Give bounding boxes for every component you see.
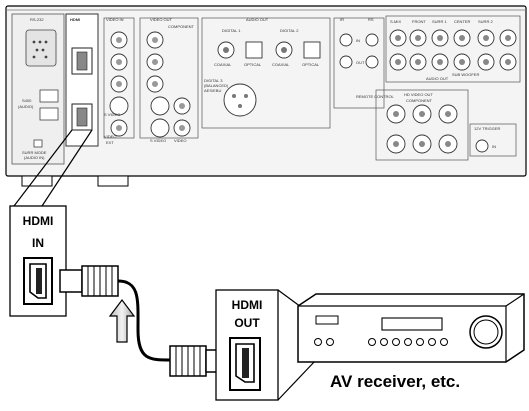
label-balanced: (BALANCED) bbox=[204, 83, 229, 88]
rear-panel bbox=[5, 5, 527, 187]
label-optical-2: OPTICAL bbox=[302, 62, 320, 67]
label-remote-control: REMOTE CONTROL bbox=[356, 94, 394, 99]
leader-lines bbox=[13, 129, 93, 207]
hdmi-in-label-line2: IN bbox=[32, 236, 44, 250]
label-s-video: S VIDEO bbox=[104, 112, 121, 117]
label-audio-out-analog: AUDIO OUT bbox=[426, 76, 449, 81]
label-ir-in: IN bbox=[356, 38, 360, 43]
receiver-caption: AV receiver, etc. bbox=[330, 372, 461, 391]
label-hdmi-panel: HDMI bbox=[70, 17, 81, 22]
label-audio-out-digital: AUDIO OUT bbox=[246, 17, 269, 22]
label-audio: (AUDIO) bbox=[18, 104, 34, 109]
label-surr1: SURR 1 bbox=[432, 19, 447, 24]
label-digital2: DIGITAL 2 bbox=[280, 28, 299, 33]
label-rs232: RS-232 bbox=[30, 17, 44, 22]
label-audio-in-sub: (AUDIO IN) bbox=[24, 155, 45, 160]
label-s-video-out: S VIDEO bbox=[150, 138, 167, 143]
label-video-in: VIDEO IN bbox=[106, 17, 124, 22]
label-hd-component: COMPONENT bbox=[406, 98, 432, 103]
hdmi-in-label-line1: HDMI bbox=[22, 214, 54, 228]
label-rs: RS bbox=[368, 17, 374, 22]
hdmi-cable bbox=[59, 265, 229, 377]
up-arrow-icon bbox=[108, 299, 136, 343]
cable-plug-in-end bbox=[59, 269, 83, 293]
rs232-port bbox=[25, 29, 57, 67]
label-surr-mode: SURR MODE bbox=[22, 150, 47, 155]
surr-mode-switch bbox=[33, 139, 43, 148]
hdmi-out-label-line2: OUT bbox=[234, 316, 260, 330]
label-coaxial-1: COAXIAL bbox=[214, 62, 232, 67]
label-ir: IR bbox=[340, 17, 344, 22]
label-12v-trigger: 12V TRIGGER bbox=[474, 126, 501, 131]
label-optical-1: OPTICAL bbox=[244, 62, 262, 67]
label-s400: S400 bbox=[22, 98, 32, 103]
label-digital1: DIGITAL 1 bbox=[222, 28, 241, 33]
label-ir-out: OUT bbox=[356, 60, 365, 65]
hdmi-out-box bbox=[215, 289, 317, 401]
label-subwoofer: SUB WOOFER bbox=[452, 72, 480, 77]
label-s-mix: S-MIX bbox=[390, 19, 402, 24]
hdmi-out-label-line1: HDMI bbox=[231, 298, 263, 312]
label-hd-video-out: HD VIDEO OUT bbox=[404, 92, 433, 97]
label-surr2: SURR 2 bbox=[478, 19, 493, 24]
label-ext: EXT bbox=[106, 140, 114, 145]
label-trigger-in: IN bbox=[492, 144, 496, 149]
label-video-out-composite: VIDEO bbox=[174, 138, 187, 143]
av-receiver-icon bbox=[297, 293, 525, 363]
label-front: FRONT bbox=[412, 19, 426, 24]
s400-port-1 bbox=[39, 89, 59, 103]
label-video: VIDEO bbox=[104, 134, 117, 139]
label-aes-ebu: AES/EBU bbox=[204, 88, 222, 93]
label-coaxial-2: COAXIAL bbox=[272, 62, 290, 67]
label-center: CENTER bbox=[454, 19, 471, 24]
hdmi-in-box bbox=[9, 205, 67, 317]
label-video-out: VIDEO OUT bbox=[150, 17, 173, 22]
label-digital3: DIGITAL 3 bbox=[204, 78, 223, 83]
label-component: COMPONENT bbox=[168, 24, 194, 29]
s400-port-2 bbox=[39, 107, 59, 121]
